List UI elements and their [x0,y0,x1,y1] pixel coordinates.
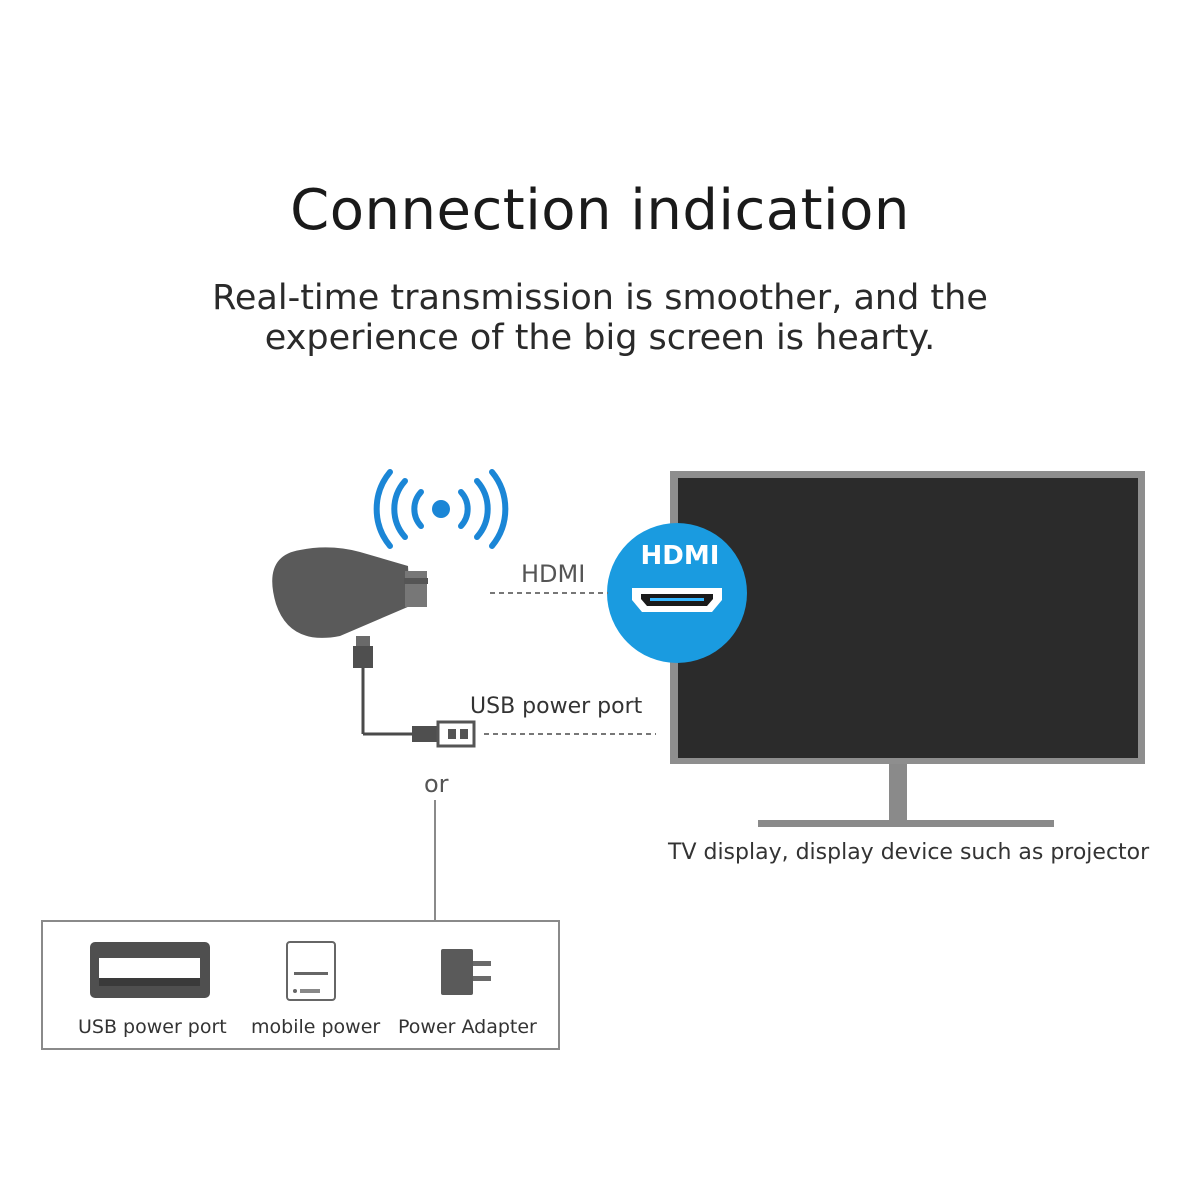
tv-icon [670,471,1145,827]
wireless-dongle-icon [272,547,476,748]
subtitle-line-1: Real-time transmission is smoother, and … [212,278,988,318]
wifi-signal-icon [373,469,509,549]
usb-power-port-label: USB power port [470,694,643,719]
option-usb-power-port-label: USB power port [78,1016,227,1038]
subtitle-line-2: experience of the big screen is hearty. [264,318,936,358]
hdmi-badge-icon [607,523,747,663]
power-bank-icon [286,941,336,1001]
option-mobile-power-label: mobile power [251,1016,381,1038]
option-power-adapter-label: Power Adapter [398,1016,537,1038]
power-adapter-icon [441,949,491,995]
page-title: Connection indication [290,178,910,243]
power-options-box [41,920,560,1050]
usb-port-icon [90,942,210,998]
hdmi-badge-label: HDMI [640,541,720,571]
or-label: or [424,770,449,798]
page-subtitle: Real-time transmission is smoother, and … [150,278,1050,358]
tv-caption: TV display, display device such as proje… [668,840,1150,865]
hdmi-line-label: HDMI [521,560,586,588]
